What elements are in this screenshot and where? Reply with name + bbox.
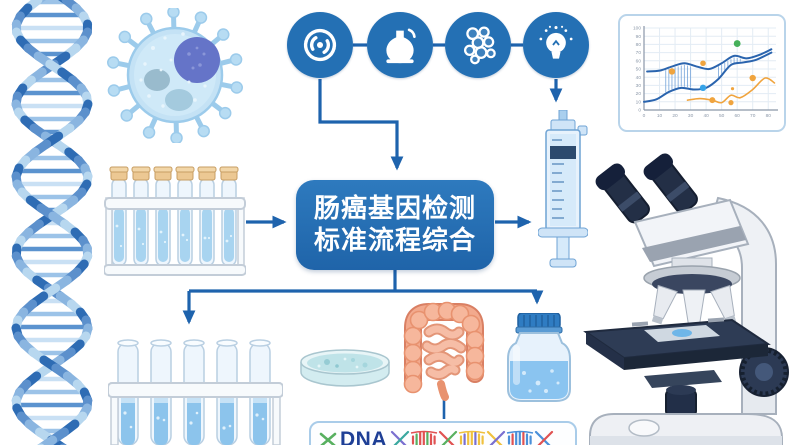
molecule-cluster-icon [463, 26, 496, 65]
svg-text:50: 50 [636, 67, 642, 73]
specimen [672, 329, 692, 337]
microscope-stage [583, 317, 771, 370]
virus-nucleus [174, 37, 220, 83]
process-step-2 [367, 12, 433, 78]
svg-text:10: 10 [657, 113, 663, 119]
svg-text:80: 80 [636, 42, 642, 48]
central-process-box: 肠癌基因检测 标准流程综合 [296, 180, 494, 270]
intestine [403, 301, 485, 401]
svg-text:40: 40 [636, 75, 642, 81]
process-title-line1: 肠癌基因检测 [313, 193, 476, 224]
virus-spikes [107, 8, 243, 143]
svg-text:0: 0 [638, 108, 641, 114]
process-step-4 [523, 12, 589, 78]
sequence-row-1 [390, 430, 554, 445]
colonies [317, 357, 368, 369]
process-title-line2: 标准流程综合 [313, 226, 476, 256]
dna-double-helix [11, 0, 93, 445]
svg-text:60: 60 [735, 113, 741, 119]
svg-text:60: 60 [636, 58, 642, 64]
syringe-graduations [552, 139, 564, 219]
svg-text:30: 30 [636, 83, 642, 89]
dna-cross-icon [319, 432, 337, 445]
open-test-tube-rack [108, 339, 283, 445]
svg-text:100: 100 [633, 26, 641, 32]
vortex-spiral-icon [303, 28, 337, 62]
svg-text:50: 50 [719, 113, 725, 119]
sample-jar [507, 313, 571, 402]
svg-text:30: 30 [688, 113, 694, 119]
virus-speckles [139, 32, 207, 108]
syringe [538, 110, 588, 268]
syringe-plunger-seal [550, 146, 576, 159]
dna-label: DNA [340, 428, 387, 445]
rectum [437, 380, 449, 401]
svg-text:40: 40 [703, 113, 709, 119]
svg-text:20: 20 [636, 91, 642, 97]
connector-icon1-to-box [318, 79, 404, 171]
svg-text:90: 90 [636, 34, 642, 40]
svg-text:70: 70 [750, 113, 756, 119]
svg-text:10: 10 [636, 99, 642, 105]
petri-dish [300, 349, 390, 387]
microscope [583, 153, 789, 445]
lightbulb-icon [539, 25, 573, 59]
virus-cell [107, 8, 243, 143]
svg-text:70: 70 [636, 50, 642, 56]
small-intestine [421, 323, 467, 380]
capped-test-tube-rack [104, 166, 246, 276]
microscope-condenser [665, 385, 697, 417]
microscope-eyepieces [595, 153, 698, 224]
process-step-1 [287, 12, 353, 78]
process-step-3 [445, 12, 511, 78]
round-flask-icon [386, 28, 416, 64]
line-chart-panel: 0 10 20 30 40 50 60 70 80 90 100 0 10 20 30 40 50 60 70 80 [618, 14, 786, 132]
dna-sequence-banner: DNA [309, 421, 577, 445]
svg-text:0: 0 [643, 113, 646, 119]
svg-text:80: 80 [766, 113, 772, 119]
svg-text:20: 20 [672, 113, 678, 119]
